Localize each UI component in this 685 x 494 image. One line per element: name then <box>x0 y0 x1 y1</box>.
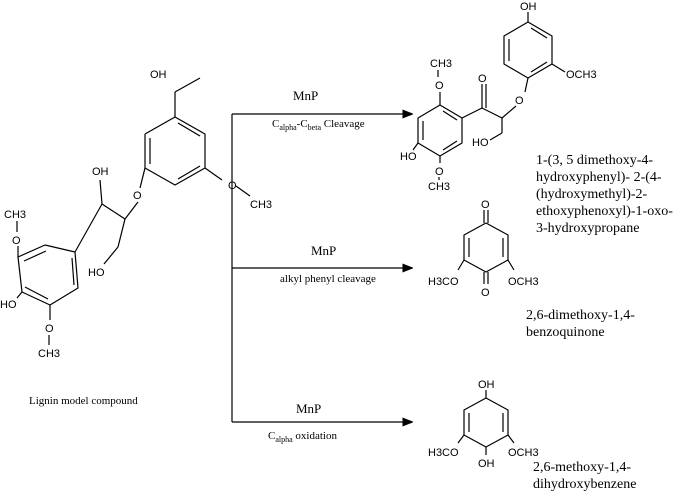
atom-o-methoxy-a2: O <box>45 323 54 335</box>
product-3-structure: OH OH H3CO OCH3 <box>428 379 539 470</box>
arrow-1-condition: Calpha-Cbeta Cleavage <box>272 118 365 133</box>
atom-ho-side: HO <box>88 267 105 279</box>
p3-atom-oh-top: OH <box>478 379 495 391</box>
atom-ch3-b: CH3 <box>250 199 272 211</box>
p1-atom-ho-side: HO <box>472 137 489 149</box>
arrow-3-enzyme: MnP <box>296 401 322 416</box>
reaction-arrows <box>231 114 412 422</box>
p3-atom-h3co: H3CO <box>428 447 459 459</box>
p1-atom-ch3-top: CH3 <box>430 58 452 70</box>
reactant-caption: Lignin model compound <box>29 395 138 407</box>
p1-atom-oh-top: OH <box>520 1 537 13</box>
product-1-structure: OH OCH3 O O HO O CH3 HO O CH3 <box>400 1 597 193</box>
ring-b <box>144 116 206 186</box>
product-3-name: 2,6-methoxy-1,4- dihydroxybenzene <box>533 460 637 492</box>
arrow-1-enzyme: MnP <box>293 88 319 103</box>
p3-atom-oh-bottom: OH <box>478 458 495 470</box>
p3-atom-och3: OCH3 <box>508 447 539 459</box>
p2-atom-h3co: H3CO <box>428 276 459 288</box>
p2-atom-o-top: O <box>481 199 490 211</box>
atom-o-methoxy-a1: O <box>12 235 21 247</box>
product-2-name: 2,6-dimethoxy-1,4- benzoquinone <box>526 308 635 340</box>
p2-atom-o-bottom: O <box>481 287 490 299</box>
p1-atom-ch3-bottom: CH3 <box>428 181 450 193</box>
atom-ho-ring-a: HO <box>0 299 17 311</box>
atom-oh-top: OH <box>150 69 167 81</box>
p2-atom-och3: OCH3 <box>508 276 539 288</box>
ring-a <box>17 244 79 306</box>
arrow-3-condition: Calpha oxidation <box>268 430 337 445</box>
p1-atom-o-top: O <box>435 80 444 92</box>
p1-atom-o-ketone: O <box>478 73 487 85</box>
lignin-model-structure: OH O CH3 O HO OH O CH3 HO O CH <box>0 69 272 360</box>
atom-oh-alpha: OH <box>92 166 109 178</box>
arrow-2-condition: alkyl phenyl cleavage <box>280 273 376 285</box>
p1-atom-o-ether: O <box>515 95 524 107</box>
atom-ch3-a2: CH3 <box>38 348 60 360</box>
atom-ch3-a1: CH3 <box>4 209 26 221</box>
p1-atom-ho-ring: HO <box>400 151 417 163</box>
p1-atom-och3: OCH3 <box>566 69 597 81</box>
atom-o-ether: O <box>133 190 142 202</box>
product-2-structure: O O H3CO OCH3 <box>428 199 539 299</box>
p1-atom-o-bottom: O <box>435 166 444 178</box>
product-1-name: 1-(3, 5 dimethoxy-4- hydroxyphenyl)- 2-(… <box>536 153 673 236</box>
arrow-2-enzyme: MnP <box>311 243 337 258</box>
